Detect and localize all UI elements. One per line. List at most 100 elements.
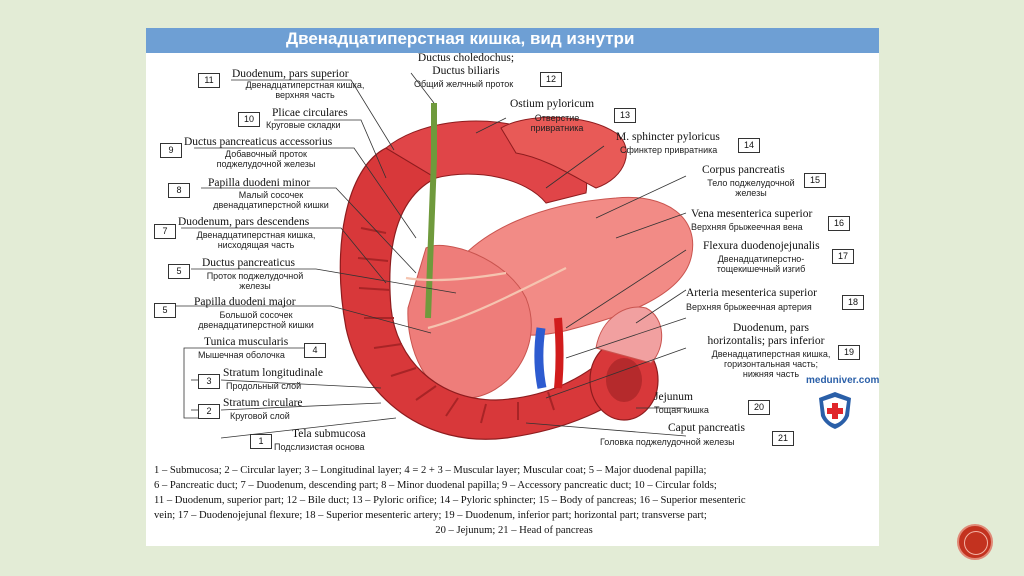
title-bar: Двенадцатиперстная кишка, вид изнутри — [146, 28, 879, 53]
brand-watermark: meduniver.com — [806, 375, 879, 386]
label-14-russian: Сфинктер привратника — [620, 145, 718, 155]
leader-lines — [176, 72, 687, 439]
pyloric-sphincter — [500, 116, 627, 189]
label-20-latin: Jejunum — [654, 391, 693, 403]
label-21-latin: Caput pancreatis — [668, 422, 745, 434]
label-15-russian-1: Тело поджелудочной — [707, 178, 795, 188]
label-number-11: 11 — [198, 73, 220, 88]
label-8-russian-2: двенадцатиперстной кишки — [213, 200, 329, 210]
label-1-russian: Подслизистая основа — [274, 442, 365, 452]
label-6-russian-1: Проток поджелудочной — [206, 271, 304, 281]
label-12-latin-2: Ductus biliaris — [432, 65, 500, 77]
label-1-latin: Tela submucosa — [292, 428, 366, 440]
pancreas-head — [407, 244, 532, 399]
label-9-russian-1: Добавочный проток — [225, 149, 307, 159]
label-17-russian-2: тощекишечный изгиб — [716, 264, 806, 274]
label-number-10: 10 — [238, 112, 260, 127]
circular-folds — [357, 227, 555, 424]
label-18-russian: Верхняя брыжеечная артерия — [686, 302, 812, 312]
label-5-latin: Papilla duodeni major — [194, 296, 296, 308]
label-16-latin: Vena mesenterica superior — [691, 208, 813, 220]
superior-mesenteric-vein — [534, 327, 547, 389]
label-3-latin: Stratum longitudinale — [223, 367, 323, 379]
label-3-russian: Продольный слой — [226, 381, 302, 391]
label-19-latin-1: Duodenum, pars — [732, 322, 809, 334]
bile-duct — [425, 103, 437, 319]
label-14-latin: M. sphincter pyloricus — [616, 131, 720, 143]
label-number-21: 21 — [772, 431, 794, 446]
label-number-16: 16 — [828, 216, 850, 231]
label-17-latin: Flexura duodenojejunalis — [703, 240, 820, 252]
label-number-5: 5 — [154, 303, 176, 318]
label-7-russian-1: Двенадцатиперстная кишка, — [196, 230, 316, 240]
label-8-latin: Papilla duodeni minor — [208, 177, 311, 189]
label-19-russian-2: горизонтальная часть; — [724, 359, 818, 369]
label-21-russian: Головка поджелудочной железы — [600, 437, 735, 447]
label-16-russian: Верхняя брыжеечная вена — [691, 222, 803, 232]
label-number-7: 7 — [154, 224, 176, 239]
label-11-russian-2: верхняя часть — [275, 90, 335, 100]
label-4-russian: Мышечная оболочка — [198, 350, 285, 360]
label-number-20: 20 — [748, 400, 770, 415]
label-number-18: 18 — [842, 295, 864, 310]
slide-nav-button[interactable] — [957, 524, 993, 560]
label-number-17: 17 — [832, 249, 854, 264]
pancreatic-duct — [405, 267, 567, 330]
duodenojejunal-flexure — [595, 306, 663, 364]
legend-line: vein; 17 – Duodenojejunal flexure; 18 – … — [154, 510, 707, 521]
label-number-2: 2 — [198, 404, 220, 419]
label-19-latin-2: horizontalis; pars inferior — [707, 335, 825, 347]
label-13-russian-1: Отверстие — [534, 113, 580, 123]
label-number-15: 15 — [804, 173, 826, 188]
label-10-russian: Круговые складки — [266, 120, 341, 130]
duodenum-illustration — [176, 72, 694, 440]
figure-panel: Двенадцатиперстная кишка, вид изнутри — [146, 28, 879, 546]
label-13-russian-2: привратника — [530, 123, 584, 133]
label-20-russian: Тощая кишка — [654, 405, 709, 415]
label-12-russian: Общий желчный проток — [414, 79, 514, 89]
label-7-latin: Duodenum, pars descendens — [178, 216, 310, 228]
label-number-8: 8 — [168, 183, 190, 198]
legend-line: 20 – Jejunum; 21 – Head of pancreas — [435, 525, 593, 536]
label-number-6: 5 — [168, 264, 190, 279]
label-8-russian-1: Малый сосочек — [238, 190, 304, 200]
label-6-russian-2: железы — [239, 281, 271, 291]
label-9-latin: Ductus pancreaticus accessorius — [184, 136, 333, 148]
label-number-19: 19 — [838, 345, 860, 360]
label-number-12: 12 — [540, 72, 562, 87]
label-7-russian-2: нисходящая часть — [217, 240, 295, 250]
label-5-russian-1: Большой сосочек — [219, 310, 293, 320]
label-15-latin: Corpus pancreatis — [702, 164, 785, 176]
label-17-russian-1: Двенадцатиперстно- — [717, 254, 805, 264]
label-number-1: 1 — [250, 434, 272, 449]
label-2-latin: Stratum circulare — [223, 397, 303, 409]
label-2-russian: Круговой слой — [230, 411, 290, 421]
legend-line: 1 – Submucosa; 2 – Circular layer; 3 – L… — [154, 465, 707, 476]
label-number-14: 14 — [738, 138, 760, 153]
nav-button-ring-icon — [964, 531, 988, 555]
label-number-13: 13 — [614, 108, 636, 123]
label-6-latin: Ductus pancreaticus — [202, 257, 295, 269]
label-19-russian-1: Двенадцатиперстная кишка, — [711, 349, 831, 359]
medical-shield-icon — [819, 392, 851, 429]
label-13-latin: Ostium pyloricum — [510, 98, 595, 110]
label-19-russian-3: нижняя часть — [742, 369, 800, 379]
legend-line: 11 – Duodenum, superior part; 12 – Bile … — [154, 495, 746, 506]
legend: 1 – Submucosa; 2 – Circular layer; 3 – L… — [154, 463, 874, 538]
label-number-9: 9 — [160, 143, 182, 158]
label-5-russian-2: двенадцатиперстной кишки — [198, 320, 314, 330]
label-11-russian-1: Двенадцатиперстная кишка, — [245, 80, 365, 90]
label-number-4: 4 — [304, 343, 326, 358]
label-10-latin: Plicae circulares — [272, 107, 348, 119]
label-9-russian-2: поджелудочной железы — [216, 159, 316, 169]
label-4-latin: Tunica muscularis — [204, 336, 289, 348]
figure-title: Двенадцатиперстная кишка, вид изнутри — [286, 29, 635, 48]
label-15-russian-2: железы — [735, 188, 767, 198]
label-18-latin: Arteria mesenterica superior — [686, 287, 817, 299]
label-11-latin: Duodenum, pars superior — [232, 68, 349, 80]
superior-mesenteric-artery — [554, 317, 564, 389]
legend-line: 6 – Pancreatic duct; 7 – Duodenum, desce… — [154, 480, 717, 491]
label-number-3: 3 — [198, 374, 220, 389]
label-12-latin-1: Ductus choledochus; — [417, 52, 515, 64]
